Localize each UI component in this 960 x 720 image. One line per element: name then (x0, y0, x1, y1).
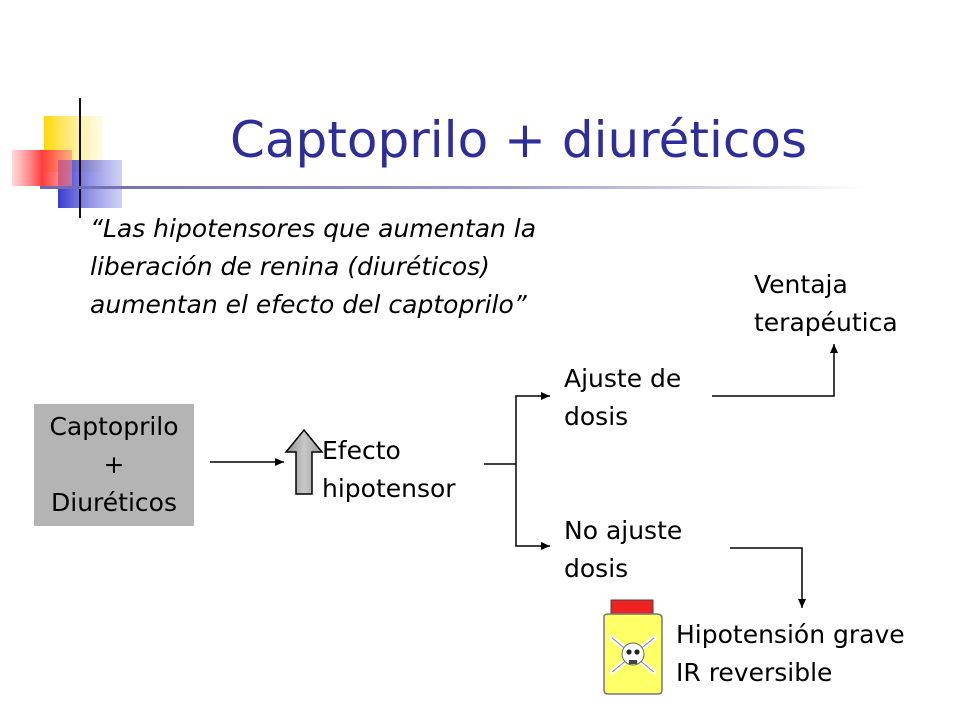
captoprilo-diureticos-box: Captoprilo + Diuréticos (34, 404, 194, 526)
up-arrow-icon (284, 428, 324, 495)
skull-crossbones-icon (609, 635, 657, 675)
page-title: Captoprilo + diuréticos (230, 111, 808, 169)
effect-label: Efecto hipotensor (322, 436, 456, 503)
title-decoration (12, 98, 122, 218)
quote-line-1: “Las hipotensores que aumentan la (90, 214, 537, 243)
connector-to-benefit (712, 344, 838, 397)
deco-red-square (12, 150, 72, 186)
branch-adjust-label: Ajuste de dosis (564, 364, 682, 431)
quote-line-3: aumentan el efecto del captoprilo” (90, 290, 527, 319)
box-line-3: Diuréticos (51, 488, 177, 517)
quote-text: “Las hipotensores que aumentan la libera… (90, 210, 650, 324)
branch-no-adjust-label: No ajuste dosis (564, 516, 683, 583)
quote-line-2: liberación de renina (diuréticos) (90, 252, 490, 281)
outcome-risk-label: Hipotensión grave IR reversible (676, 620, 905, 687)
title-underline (40, 186, 870, 189)
connector-to-adjust (515, 392, 550, 464)
connector-to-no-adjust (515, 464, 550, 550)
connector-to-risk (730, 547, 806, 608)
outcome-benefit-label: Ventaja terapéutica (754, 270, 898, 337)
bottle-cap (610, 599, 654, 615)
box-line-1: Captoprilo (49, 412, 179, 441)
box-line-2: + (103, 450, 125, 479)
poison-bottle-icon (603, 599, 663, 695)
